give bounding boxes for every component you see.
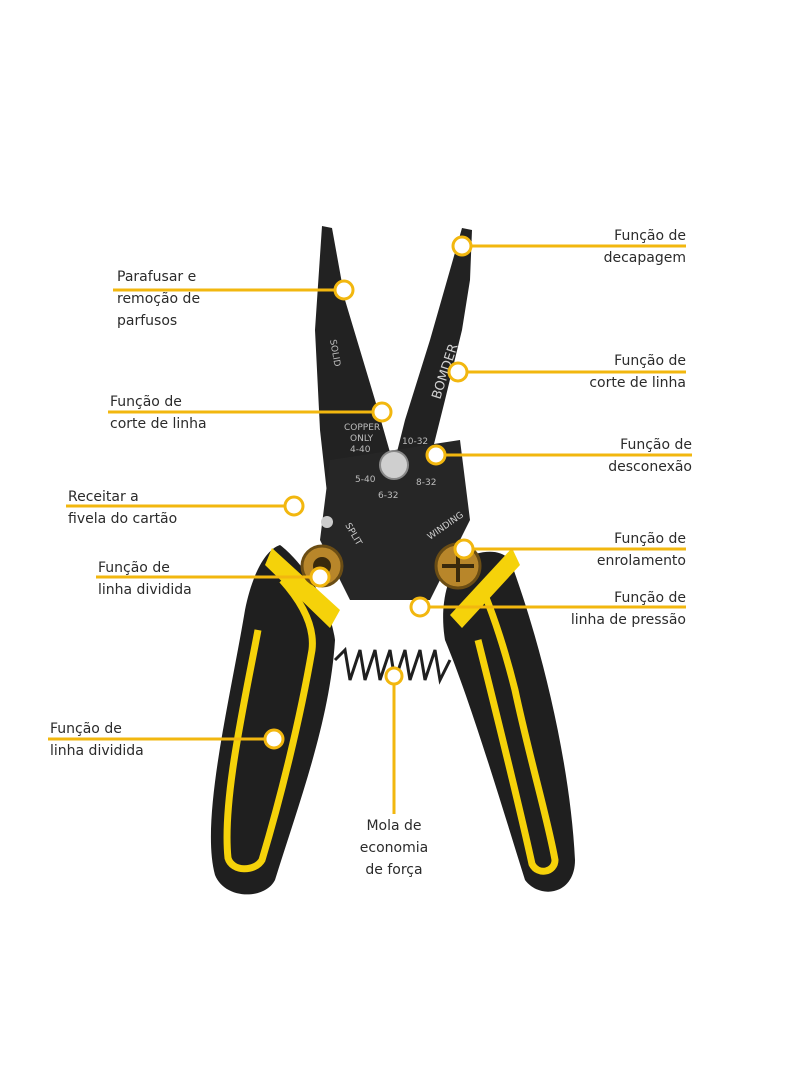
- marking-8-32: 8-32: [416, 478, 436, 488]
- callout-leaders: [48, 235, 692, 814]
- marker-corte-esquerda: [371, 401, 393, 423]
- lock-knob: [321, 516, 333, 528]
- label-decapagem: Função de decapagem: [603, 228, 686, 266]
- label-corte-esquerda: Função de corte de linha: [110, 394, 207, 432]
- left-handle: [210, 545, 335, 895]
- marker-corte-direita: [447, 361, 469, 383]
- spring: [333, 646, 452, 685]
- label-enrolamento: Função de enrolamento: [596, 531, 686, 569]
- left-handle-stripe: [223, 577, 316, 873]
- marker-decapagem: [451, 235, 473, 257]
- marker-dividida-superior: [309, 566, 331, 588]
- marking-solid: SOLID: [327, 339, 342, 368]
- label-corte-direita: Função de corte de linha: [589, 353, 686, 391]
- marker-mola: [384, 666, 404, 686]
- label-receitar: Receitar a fivela do cartão: [68, 489, 178, 527]
- marker-receitar: [283, 495, 305, 517]
- label-mola: Mola de economia de força: [359, 818, 429, 878]
- pivot-bolt: [379, 450, 409, 480]
- marker-pressao: [409, 596, 431, 618]
- label-desconexao: Função de desconexão: [608, 437, 692, 475]
- marker-parafusar: [333, 279, 355, 301]
- marking-copper: COPPER: [344, 423, 380, 433]
- marking-6-32: 6-32: [378, 491, 398, 501]
- marking-5-40: 5-40: [355, 475, 376, 485]
- label-dividida-inferior: Função de linha dividida: [50, 721, 144, 759]
- left-guard: [265, 548, 340, 628]
- label-dividida-superior: Função de linha dividida: [98, 560, 192, 598]
- pivot-body: [320, 440, 470, 600]
- label-pressao: Função de linha de pressão: [570, 590, 686, 628]
- right-jaw: [390, 228, 472, 500]
- marker-dividida-inferior: [263, 728, 285, 750]
- right-handle-stripe: [474, 593, 559, 875]
- marker-enrolamento: [453, 538, 475, 560]
- marker-desconexao: [425, 444, 447, 466]
- label-parafusar: Parafusar e remoção de parfusos: [117, 269, 201, 329]
- marking-only: ONLY: [350, 434, 374, 444]
- marking-10-32: 10-32: [402, 437, 428, 447]
- marking-4-40: 4-40: [350, 445, 371, 455]
